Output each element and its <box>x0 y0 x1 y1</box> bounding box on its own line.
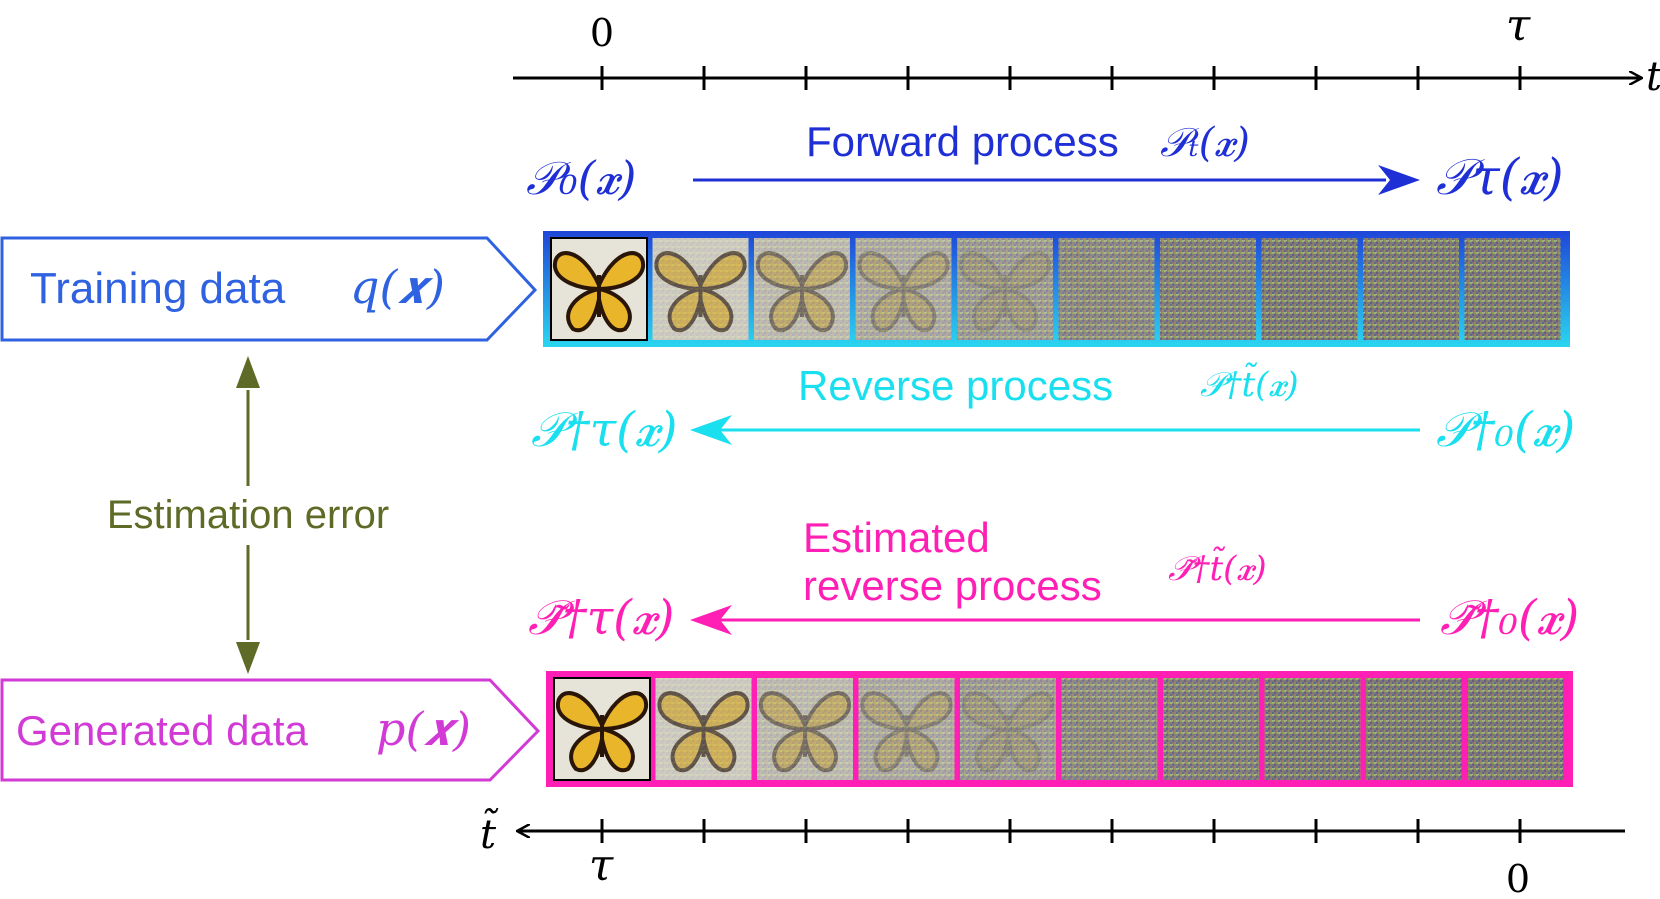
training-frame <box>855 238 952 340</box>
top-axis-start-label: 0 <box>590 11 614 55</box>
training-box-outline <box>0 236 538 342</box>
estimation-error: Estimation error <box>107 356 389 674</box>
training-image-strip <box>543 231 1570 347</box>
training-box-label: Training data <box>30 264 286 313</box>
training-frame <box>1058 238 1155 340</box>
generated-box-math: p(𝒙) <box>376 702 471 756</box>
training-noise <box>1464 238 1561 340</box>
top-axis-t-label: t <box>1646 54 1660 100</box>
estimated-arrowhead <box>690 605 732 635</box>
bottom-axis-t-label: t̃ <box>480 808 498 858</box>
error-arrowhead-down <box>236 642 260 674</box>
training-frame <box>1160 238 1256 340</box>
generated-frames <box>553 677 1564 781</box>
top-time-axis: 0 τ t <box>513 0 1660 100</box>
training-noise <box>652 238 749 340</box>
estimated-left-math: 𝒫̃†τ(𝒙) <box>528 590 675 646</box>
training-noise <box>1363 238 1459 340</box>
forward-process: 𝒫₀(𝒙) Forward process 𝒫ₜ(𝒙) 𝒫τ(𝒙) <box>526 118 1564 206</box>
generated-box-outline <box>0 678 541 782</box>
generated-noise <box>1264 678 1361 780</box>
generated-data-box: Generated data p(𝒙) <box>0 678 541 782</box>
generated-noise <box>1163 678 1259 780</box>
estimated-reverse-process: Estimated reverse process 𝒫̃†t̃(𝒙) 𝒫̃†τ(… <box>528 514 1579 646</box>
training-frame <box>1261 238 1358 340</box>
generated-noise <box>1061 678 1158 780</box>
estimated-label-line1: Estimated <box>803 514 990 561</box>
reverse-arrowhead <box>690 415 732 445</box>
training-noise <box>1058 238 1155 340</box>
training-noise <box>855 238 952 340</box>
training-frame <box>652 238 749 340</box>
top-axis-end-label: τ <box>1506 0 1531 51</box>
bottom-time-axis: τ 0 t̃ <box>480 808 1625 899</box>
training-frame <box>550 237 648 341</box>
estimated-label-math: 𝒫̃†t̃(𝒙) <box>1168 546 1267 589</box>
training-box-math: q(𝒙) <box>350 260 445 314</box>
generated-frame <box>960 678 1056 780</box>
training-noise <box>1160 238 1256 340</box>
forward-right-math: 𝒫τ(𝒙) <box>1436 148 1564 206</box>
reverse-left-math: 𝒫†τ(𝒙) <box>531 402 678 458</box>
training-data-box: Training data q(𝒙) <box>0 236 538 342</box>
generated-noise <box>655 678 752 780</box>
estimated-label-line2: reverse process <box>803 562 1102 609</box>
generated-frame <box>655 678 752 780</box>
training-butterfly <box>552 251 646 333</box>
training-frame <box>1464 238 1561 340</box>
forward-label: Forward process <box>806 118 1119 165</box>
forward-label-math: 𝒫ₜ(𝒙) <box>1160 120 1250 166</box>
generated-box-label: Generated data <box>16 707 309 754</box>
generated-butterfly <box>555 691 649 773</box>
generated-noise <box>757 678 853 780</box>
forward-arrowhead <box>1378 165 1420 195</box>
reverse-label-math: 𝒫†t̃(𝒙) <box>1200 362 1299 405</box>
bottom-axis-start-label: τ <box>589 840 614 891</box>
training-noise <box>754 238 850 340</box>
training-noise <box>957 238 1053 340</box>
reverse-right-math: 𝒫†₀(𝒙) <box>1436 402 1575 458</box>
generated-noise <box>1366 678 1462 780</box>
training-noise <box>1261 238 1358 340</box>
error-arrowhead-up <box>236 356 260 388</box>
training-frame <box>754 238 850 340</box>
top-axis-ticks <box>600 66 1522 90</box>
generated-frame <box>1366 678 1462 780</box>
generated-frame <box>1467 678 1564 780</box>
generated-frame <box>1061 678 1158 780</box>
generated-frame <box>553 677 651 781</box>
generated-frame <box>1264 678 1361 780</box>
training-frame <box>957 238 1053 340</box>
bottom-axis-ticks <box>600 819 1522 843</box>
error-label: Estimation error <box>107 493 389 537</box>
estimated-right-math: 𝒫̃†₀(𝒙) <box>1440 590 1579 646</box>
forward-left-math: 𝒫₀(𝒙) <box>526 151 636 205</box>
training-frame <box>1363 238 1459 340</box>
generated-frame <box>757 678 853 780</box>
reverse-process: Reverse process 𝒫†t̃(𝒙) 𝒫†τ(𝒙) 𝒫†₀(𝒙) <box>531 362 1575 458</box>
training-frames <box>550 237 1561 341</box>
reverse-label: Reverse process <box>798 362 1113 409</box>
generated-frame <box>1163 678 1259 780</box>
bottom-axis-end-label: 0 <box>1506 857 1530 899</box>
generated-image-strip <box>546 671 1573 787</box>
generated-frame <box>858 678 955 780</box>
generated-noise <box>858 678 955 780</box>
generated-noise <box>960 678 1056 780</box>
generated-noise <box>1467 678 1564 780</box>
